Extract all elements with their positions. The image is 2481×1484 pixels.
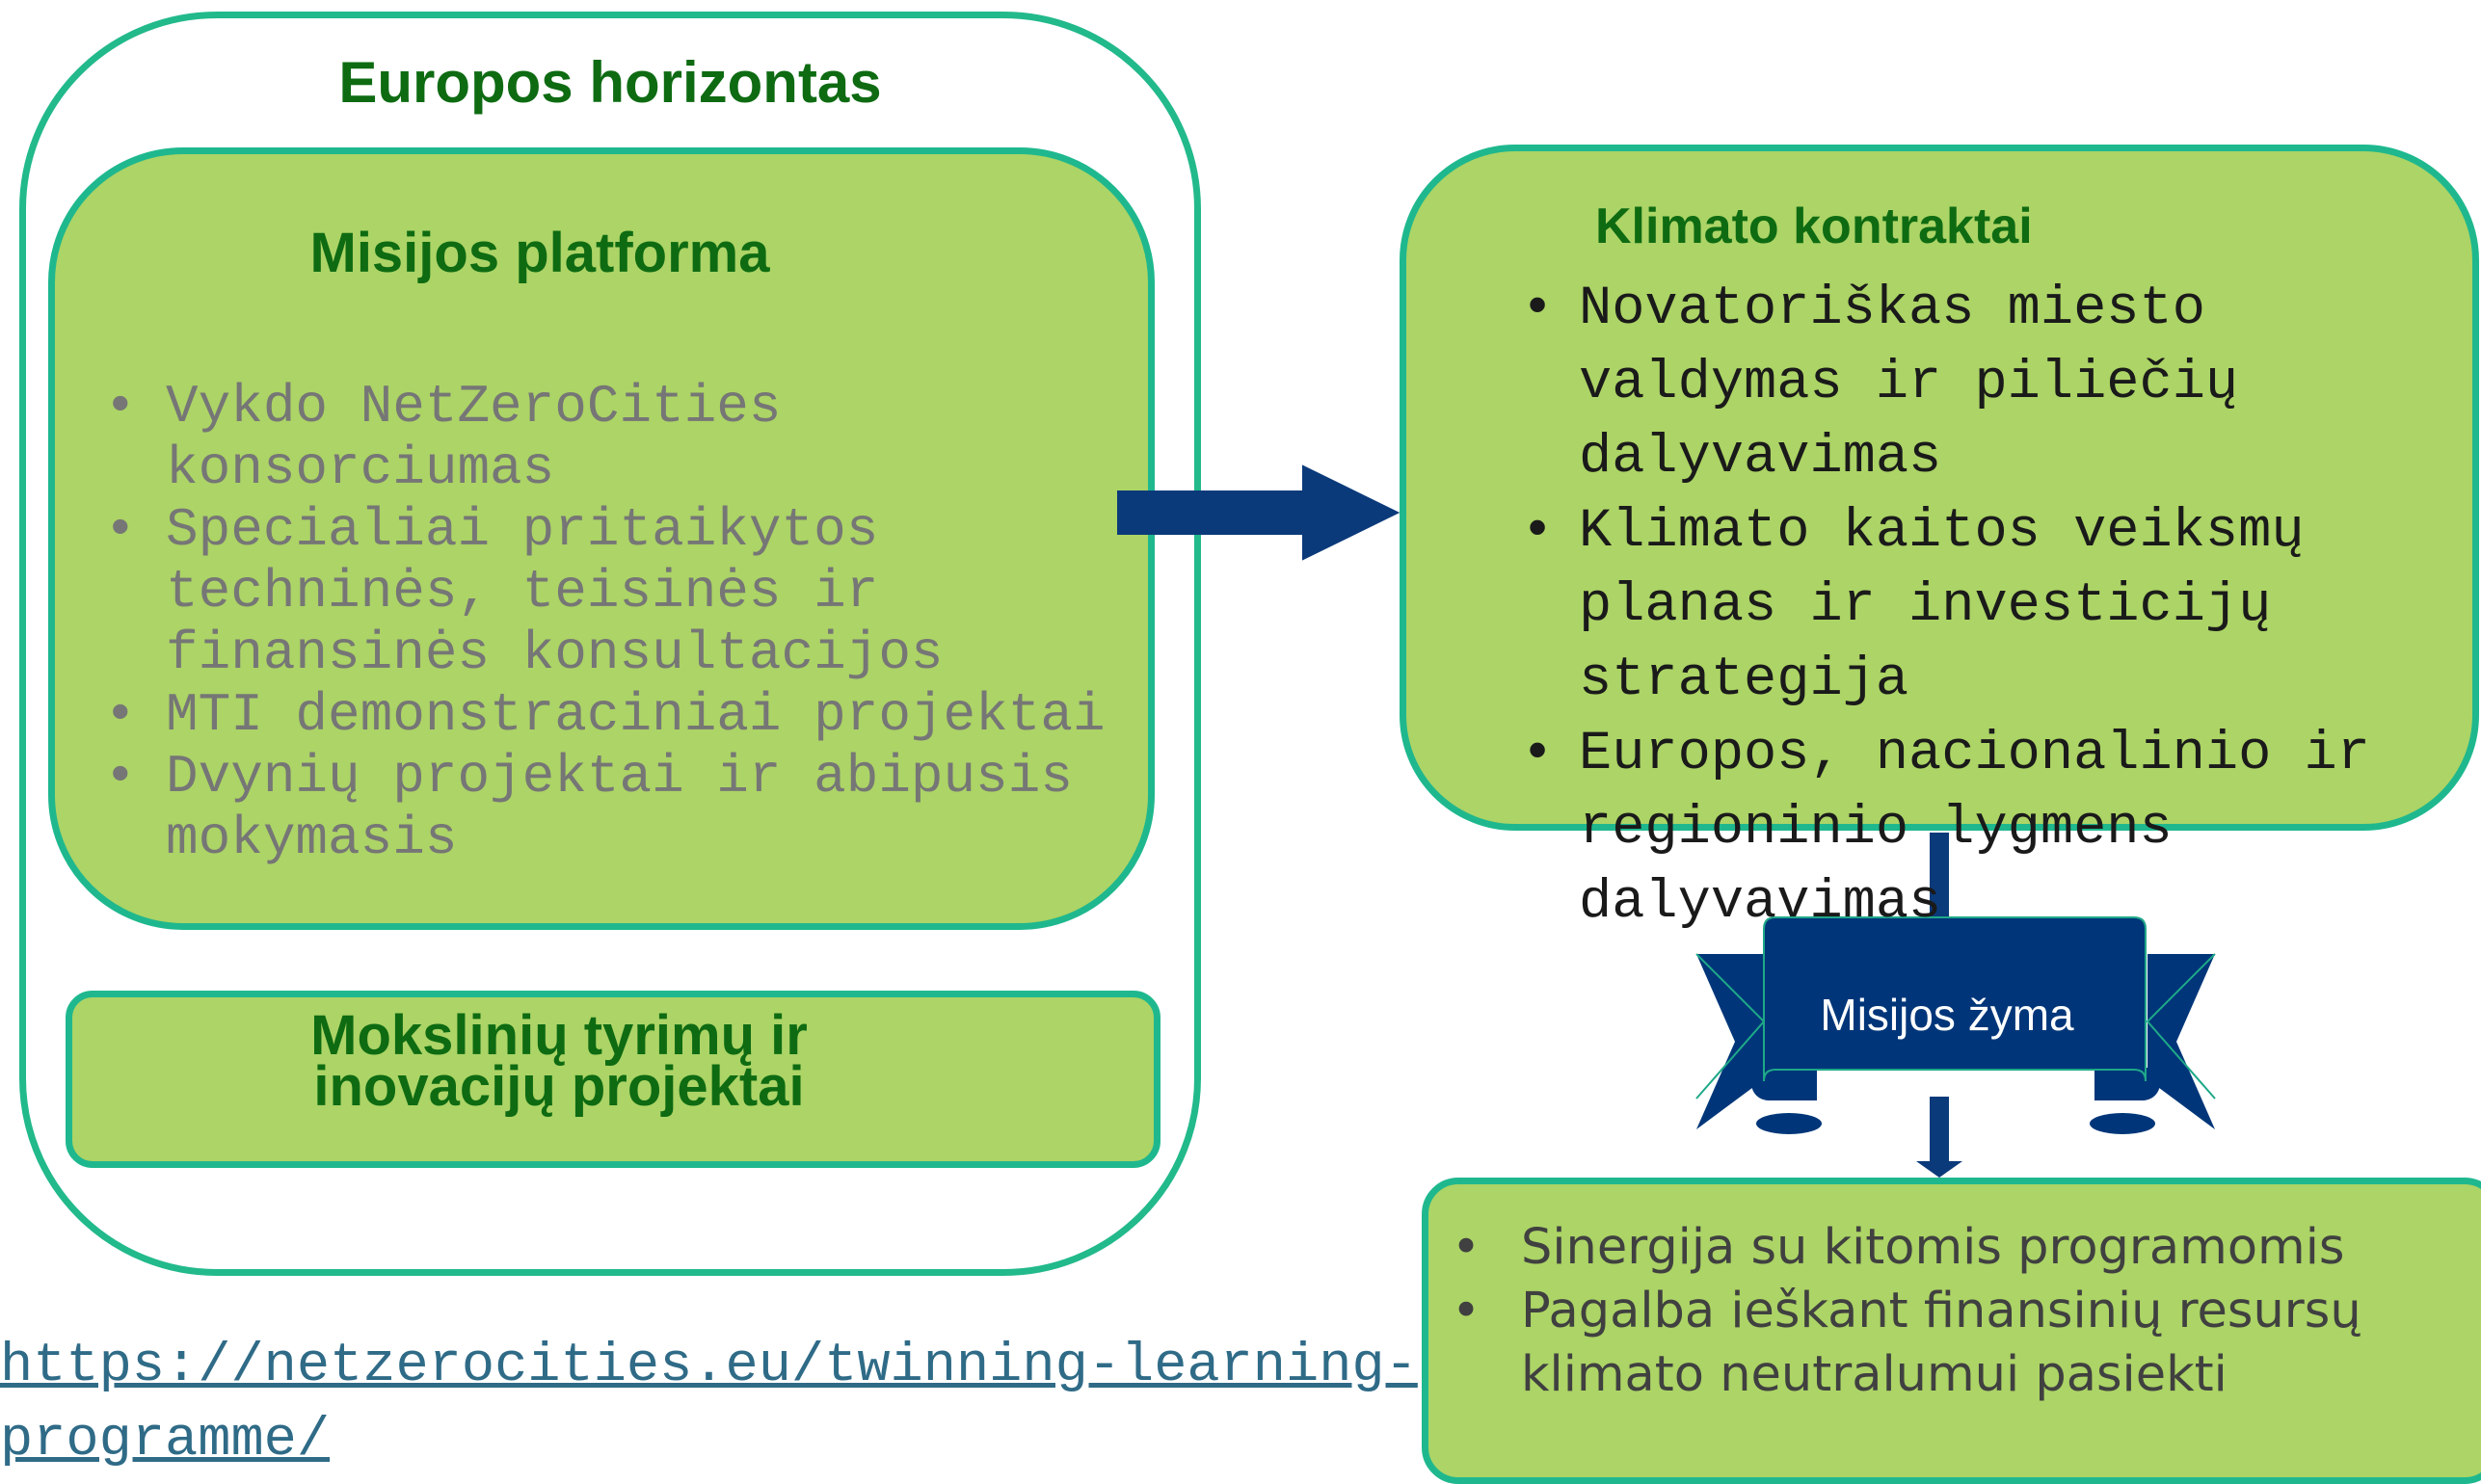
mission-badge-label: Misijos žyma — [1820, 990, 2074, 1040]
mission-platform-item-text: Dvynių projektai ir abipusis mokymasis — [166, 746, 1073, 869]
climate-contracts-item-text: Europos, nacionalinio ir regioninio lygm… — [1579, 724, 2370, 934]
down-arrow-lower — [1916, 1097, 1962, 1178]
climate-contracts-title: Klimato kontraktai — [1595, 199, 2033, 254]
mission-badge-icon — [1695, 916, 2216, 1134]
climate-contracts-item-text: Klimato kaitos veiksmų planas ir investi… — [1579, 501, 2305, 711]
mission-platform-item: • Vykdo NetZeroCities konsorciumas — [104, 376, 1174, 499]
synergy-item: • Pagalba ieškant finansinių resursų klim… — [1442, 1280, 2481, 1407]
climate-contracts-list: • Novatoriškas miesto valdymas ir pilieči… — [1521, 273, 2481, 941]
climate-contracts-item-text: Novatoriškas miesto valdymas ir piliečių… — [1579, 278, 2239, 489]
bullet-marker: • — [104, 499, 137, 561]
climate-contracts-item: • Novatoriškas miesto valdymas ir pilieči… — [1521, 273, 2481, 495]
research-projects-title: Mokslinių tyrimų ir inovacijų projektai — [310, 1004, 808, 1118]
synergy-item-text: Pagalba ieškant finansinių resursų klima… — [1521, 1283, 2361, 1403]
source-link[interactable]: https://netzerocities.eu/twinning-learni… — [0, 1330, 1542, 1478]
synergy-box — [1422, 1178, 2481, 1484]
horizon-europe-title: Europos horizontas — [338, 50, 882, 115]
mission-platform-item: • Dvynių projektai ir abipusis mokymasis — [104, 746, 1174, 869]
mission-platform-box — [48, 147, 1155, 930]
climate-contracts-item: • Klimato kaitos veiksmų planas ir invest… — [1521, 495, 2481, 718]
mission-platform-item-text: Specialiai pritaikytos techninės, teisin… — [166, 499, 944, 684]
right-arrow — [1117, 464, 1401, 561]
mission-platform-list: • Vykdo NetZeroCities konsorciumas • Speci… — [104, 376, 1174, 869]
mission-platform-item: • Specialiai pritaikytos techninės, teisi… — [104, 499, 1174, 684]
bullet-marker: • — [1452, 1219, 1481, 1276]
mission-platform-title: Misijos platforma — [309, 222, 770, 284]
research-projects-box — [66, 991, 1160, 1168]
bullet-marker: • — [1521, 501, 1555, 563]
synergy-list: • Sinergija su kitomis programomis • Pagal… — [1442, 1216, 2481, 1407]
bullet-marker: • — [1452, 1283, 1481, 1339]
bullet-marker: • — [104, 684, 137, 746]
down-arrow-upper — [1930, 833, 1949, 929]
climate-contracts-item: • Europos, nacionalinio ir regioninio lyg… — [1521, 718, 2481, 941]
bullet-marker: • — [104, 376, 137, 437]
bullet-marker: • — [1521, 278, 1555, 340]
mission-platform-item-text: MTI demonstraciniai projektai — [166, 684, 1106, 746]
mission-platform-item-text: Vykdo NetZeroCities konsorciumas — [166, 376, 782, 499]
mission-platform-item: • MTI demonstraciniai projektai — [104, 684, 1174, 746]
climate-contracts-box — [1400, 145, 2479, 831]
synergy-item-text: Sinergija su kitomis programomis — [1521, 1219, 2345, 1276]
synergy-item: • Sinergija su kitomis programomis — [1442, 1216, 2481, 1280]
bullet-marker: • — [104, 746, 137, 808]
source-link-text[interactable]: https://netzerocities.eu/twinning-learni… — [0, 1336, 1418, 1471]
bullet-marker: • — [1521, 724, 1555, 785]
